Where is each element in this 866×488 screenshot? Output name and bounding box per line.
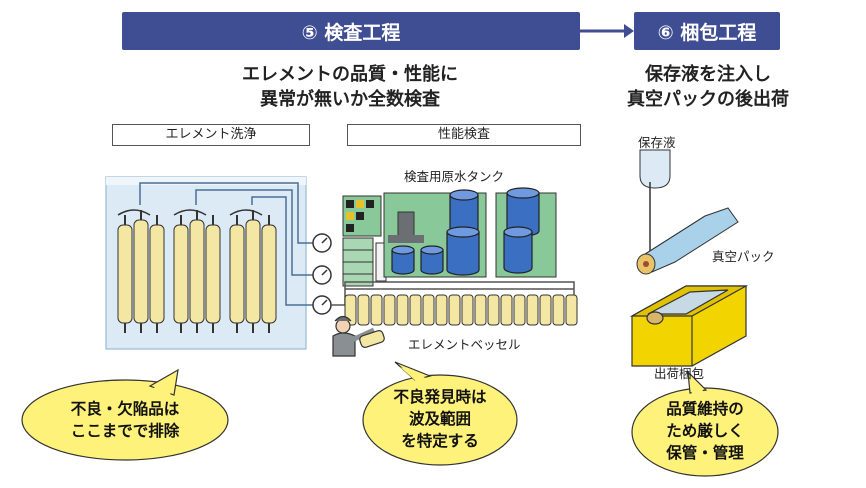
- washing-section-label: エレメント洗浄: [112, 124, 310, 146]
- step-packing-title: ⑥ 梱包工程: [657, 21, 757, 44]
- element-group-3: [229, 209, 277, 333]
- bubble-quality-line3: 保管・管理: [666, 444, 744, 462]
- vessel-piping: [330, 281, 575, 306]
- bubble-quality: 品質維持の ため厳しく 保管・管理: [640, 398, 770, 464]
- bubble-found-line1: 不良発見時は: [393, 388, 487, 406]
- step-inspection-bar: ⑤ 検査工程: [122, 12, 580, 50]
- bubble-defect-line1: 不良・欠陥品は: [70, 400, 180, 418]
- packing-heading: 保存液を注入し 真空パックの後出荷: [600, 62, 816, 112]
- step-arrow: [580, 24, 634, 38]
- bubble-found: 不良発見時は 波及範囲 を特定する: [370, 386, 510, 452]
- inspection-heading-line2: 異常が無いか全数検査: [260, 89, 440, 110]
- worker-figure: [332, 315, 385, 357]
- control-panel: [342, 195, 387, 287]
- bubble-defect-line2: ここまでで排除: [70, 422, 180, 440]
- element-group-2: [173, 209, 221, 333]
- bubble-quality-line2: ため厳しく: [666, 422, 744, 440]
- vacuum-pack-element: [636, 207, 739, 275]
- element-group-1: [117, 209, 165, 333]
- inspection-heading-line1: エレメントの品質・性能に: [242, 64, 458, 85]
- bubble-found-line2: 波及範囲: [408, 410, 471, 428]
- inspection-heading: エレメントの品質・性能に 異常が無いか全数検査: [200, 62, 500, 112]
- packing-heading-line2: 真空パックの後出荷: [627, 89, 789, 110]
- bubble-quality-line1: 品質維持の: [666, 400, 744, 418]
- preservative-bag: [639, 149, 671, 254]
- shipping-box: [629, 285, 749, 367]
- tank-label: 検査用原水タンク: [404, 169, 505, 184]
- vacuum-pack-label: 真空パック: [712, 249, 775, 264]
- bubble-defect: 不良・欠陥品は ここまでで排除: [40, 398, 210, 442]
- bubble-defect-shape: [21, 368, 229, 461]
- wash-piping: [139, 182, 316, 306]
- bubble-found-shape: [362, 361, 518, 466]
- performance-section-label: 性能検査: [347, 124, 581, 146]
- element-vessels: [344, 294, 578, 326]
- packing-heading-line1: 保存液を注入し: [645, 64, 771, 85]
- preservative-label: 保存液: [638, 135, 676, 150]
- pressure-gauges: [312, 233, 332, 315]
- shipping-box-label: 出荷梱包: [654, 366, 705, 381]
- bubble-quality-shape: [631, 370, 779, 477]
- vessel-label: エレメントベッセル: [408, 337, 521, 352]
- source-water-tanks: [391, 187, 540, 276]
- step-inspection-title: ⑤ 検査工程: [301, 21, 401, 44]
- step-packing-bar: ⑥ 梱包工程: [634, 12, 780, 50]
- bubble-found-line3: を特定する: [401, 432, 479, 450]
